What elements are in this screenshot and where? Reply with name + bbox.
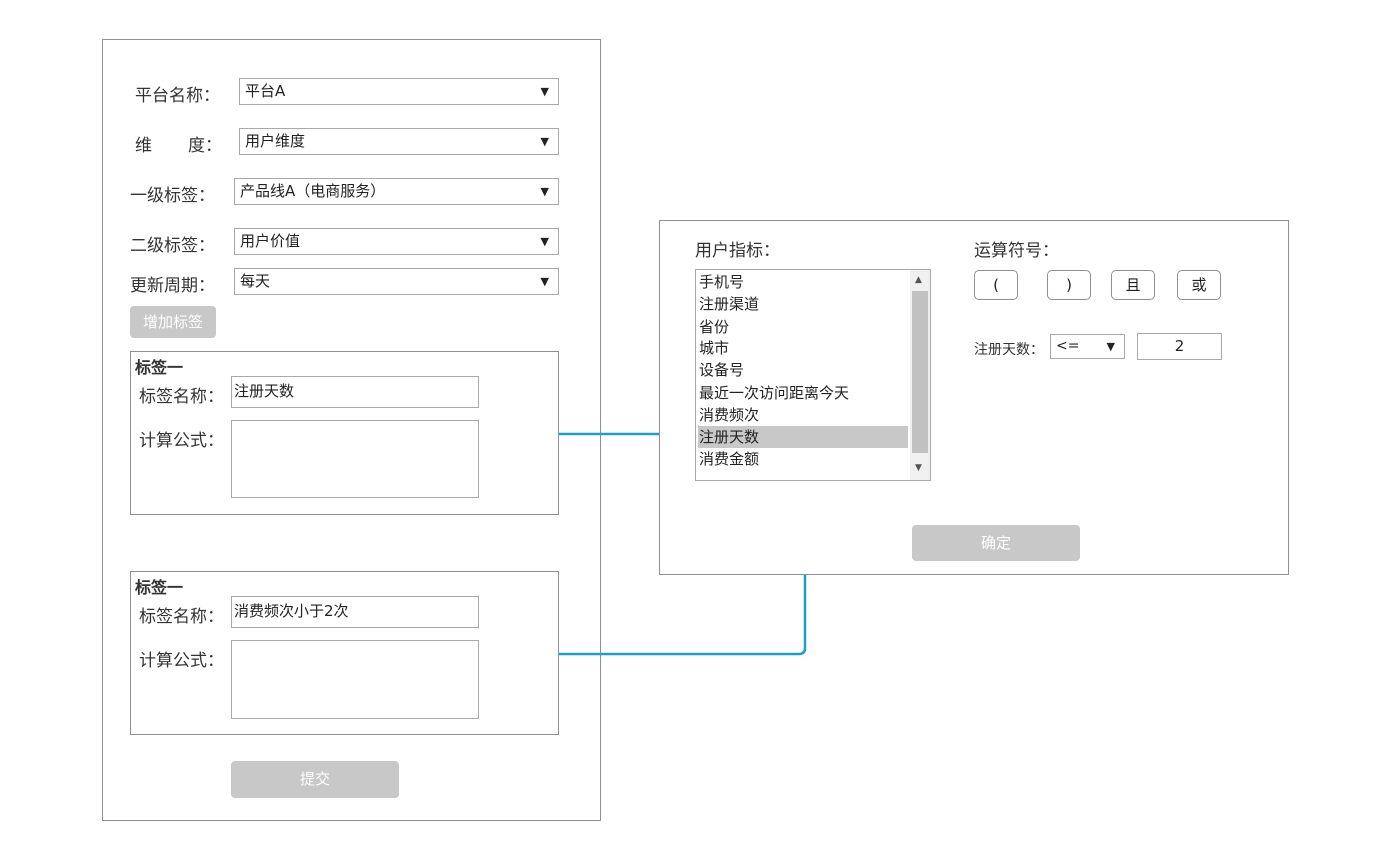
formula-textarea[interactable] bbox=[231, 640, 479, 719]
close-paren-button[interactable]: ) bbox=[1047, 270, 1091, 300]
tag-name-label: 标签名称： bbox=[139, 387, 224, 407]
platform-label: 平台名称： bbox=[135, 86, 220, 106]
operators-label: 运算符号： bbox=[974, 241, 1059, 261]
list-item[interactable]: 消费金额 bbox=[699, 450, 760, 468]
list-item[interactable]: 注册渠道 bbox=[699, 295, 760, 313]
list-item[interactable]: 消费频次 bbox=[699, 406, 760, 424]
tag-name-input[interactable]: 消费频次小于2次 bbox=[231, 596, 479, 628]
formula-label: 计算公式： bbox=[139, 651, 224, 671]
list-item[interactable]: 设备号 bbox=[699, 361, 745, 379]
scrollbar-thumb[interactable] bbox=[912, 291, 928, 453]
scroll-up-icon[interactable]: ▲ bbox=[915, 275, 922, 285]
update-cycle-select[interactable]: 每天 ▼ bbox=[234, 268, 559, 295]
submit-button[interactable]: 提交 bbox=[231, 761, 399, 798]
user-metrics-list[interactable]: 手机号 注册渠道 省份 城市 设备号 最近一次访问距离今天 消费频次 注册天数 … bbox=[695, 269, 931, 481]
open-paren-button[interactable]: ( bbox=[974, 270, 1018, 300]
dimension-label-part2: 度： bbox=[188, 136, 222, 156]
condition-value-input[interactable]: 2 bbox=[1137, 333, 1222, 360]
user-metrics-label: 用户指标： bbox=[695, 241, 780, 261]
confirm-button[interactable]: 确定 bbox=[912, 525, 1080, 561]
condition-label: 注册天数： bbox=[974, 342, 1044, 358]
tag-group-title: 标签一 bbox=[135, 358, 184, 377]
list-item-selected[interactable]: 注册天数 bbox=[698, 426, 908, 448]
chevron-down-icon: ▼ bbox=[540, 85, 549, 98]
platform-select[interactable]: 平台A ▼ bbox=[239, 78, 559, 105]
add-tag-button[interactable]: 增加标签 bbox=[130, 306, 216, 338]
condition-operator-select[interactable]: <= ▼ bbox=[1050, 334, 1125, 359]
formula-textarea[interactable] bbox=[231, 420, 479, 498]
list-item[interactable]: 手机号 bbox=[699, 273, 745, 291]
list-item[interactable]: 省份 bbox=[699, 318, 730, 336]
tag-level1-label: 一级标签： bbox=[130, 186, 215, 206]
chevron-down-icon: ▼ bbox=[540, 135, 549, 148]
tag-name-label: 标签名称： bbox=[139, 607, 224, 627]
or-button[interactable]: 或 bbox=[1177, 270, 1221, 300]
chevron-down-icon: ▼ bbox=[1106, 340, 1115, 353]
formula-label: 计算公式： bbox=[139, 431, 224, 451]
tag-level2-select[interactable]: 用户价值 ▼ bbox=[234, 228, 559, 255]
tag-level1-select[interactable]: 产品线A（电商服务） ▼ bbox=[234, 178, 559, 205]
and-button[interactable]: 且 bbox=[1111, 270, 1155, 300]
dimension-label-part1: 维 bbox=[135, 136, 152, 156]
chevron-down-icon: ▼ bbox=[540, 235, 549, 248]
scroll-down-icon[interactable]: ▼ bbox=[915, 463, 922, 473]
update-cycle-label: 更新周期： bbox=[130, 276, 215, 296]
chevron-down-icon: ▼ bbox=[540, 185, 549, 198]
tag-level2-label: 二级标签： bbox=[130, 236, 215, 256]
tag-name-input[interactable]: 注册天数 bbox=[231, 376, 479, 408]
dimension-select[interactable]: 用户维度 ▼ bbox=[239, 128, 559, 155]
tag-group-title: 标签一 bbox=[135, 578, 184, 597]
chevron-down-icon: ▼ bbox=[540, 275, 549, 288]
list-item[interactable]: 最近一次访问距离今天 bbox=[699, 384, 850, 402]
list-item[interactable]: 城市 bbox=[699, 339, 730, 357]
list-scrollbar[interactable]: ▲ ▼ bbox=[910, 270, 930, 480]
